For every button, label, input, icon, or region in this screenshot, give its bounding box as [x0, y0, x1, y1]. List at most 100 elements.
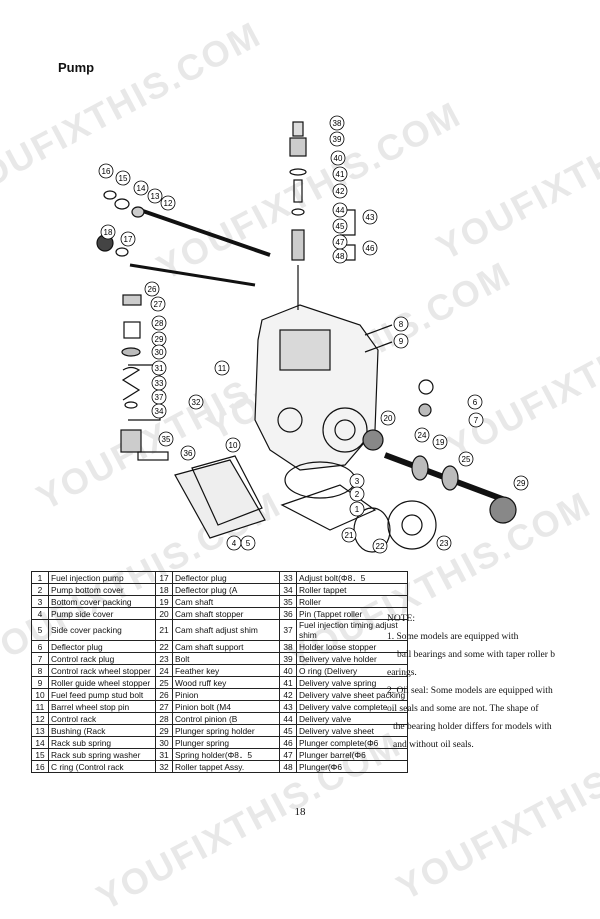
callout-label: 30 — [155, 348, 164, 357]
callout-label: 18 — [104, 228, 113, 237]
part-number-cell: 33 — [279, 571, 297, 584]
part-number-cell: 2 — [31, 583, 49, 596]
part-name-cell: Control rack plug — [48, 652, 156, 665]
callout-label: 29 — [155, 335, 164, 344]
callout-label: 21 — [345, 531, 354, 540]
part-name-cell: Pump bottom cover — [48, 583, 156, 596]
callout-label: 10 — [229, 441, 238, 450]
part-name-cell: Adjust bolt(Φ8．5 — [295, 571, 409, 584]
callout-label: 4 — [232, 539, 237, 548]
callout-label: 26 — [148, 285, 157, 294]
part-number-cell: 27 — [155, 700, 173, 713]
callout-label: 14 — [137, 184, 146, 193]
part-number-cell: 19 — [155, 595, 173, 608]
callout-label: 19 — [436, 438, 445, 447]
part-number-cell: 8 — [31, 664, 49, 677]
part-number-cell: 29 — [155, 724, 173, 737]
part-number-cell: 22 — [155, 640, 173, 653]
part-number-cell: 42 — [279, 688, 297, 701]
part-number-cell: 5 — [31, 619, 49, 641]
part-number-cell: 31 — [155, 748, 173, 761]
part-number-cell: 20 — [155, 607, 173, 620]
part-name-cell: Feather key — [172, 664, 280, 677]
part-number-cell: 18 — [155, 583, 173, 596]
part-number-cell: 13 — [31, 724, 49, 737]
part-number-cell: 14 — [31, 736, 49, 749]
part-name-cell: Fuel feed pump stud bolt — [48, 688, 156, 701]
note-heading: NOTE: — [387, 614, 415, 624]
note-line: oil seals and some are not. The shape of — [387, 704, 539, 714]
part-name-cell: Control rack wheel stopper — [48, 664, 156, 677]
callout-label: 38 — [333, 119, 342, 128]
callout-label: 27 — [154, 300, 163, 309]
part-name-cell: Pinion — [172, 688, 280, 701]
part-number-cell: 24 — [155, 664, 173, 677]
part-name-cell: Pinion bolt (M4 — [172, 700, 280, 713]
part-name-cell: Wood ruff key — [172, 676, 280, 689]
part-name-cell: Bushing (Rack — [48, 724, 156, 737]
callout-label: 1 — [355, 505, 360, 514]
part-number-cell: 26 — [155, 688, 173, 701]
callout-label: 35 — [162, 435, 171, 444]
note-line: the bearing holder differs for models wi… — [393, 722, 552, 732]
part-number-cell: 45 — [279, 724, 297, 737]
part-number-cell: 1 — [31, 571, 49, 584]
callout-label: 40 — [334, 154, 343, 163]
part-number-cell: 34 — [279, 583, 297, 596]
part-name-cell: Control pinion (B — [172, 712, 280, 725]
callout-label: 17 — [124, 235, 133, 244]
part-name-cell: Deflector plug — [48, 640, 156, 653]
note-line: earings. — [387, 668, 417, 678]
callout-label: 11 — [218, 364, 227, 373]
callout-label: 44 — [336, 206, 345, 215]
part-number-cell: 36 — [279, 607, 297, 620]
part-number-cell: 38 — [279, 640, 297, 653]
part-number-cell: 30 — [155, 736, 173, 749]
part-number-cell: 3 — [31, 595, 49, 608]
part-name-cell: Pump side cover — [48, 607, 156, 620]
callout-label: 3 — [355, 477, 360, 486]
part-number-cell: 9 — [31, 676, 49, 689]
part-name-cell: Deflector plug (A — [172, 583, 280, 596]
part-number-cell: 37 — [279, 619, 297, 641]
callout-label: 23 — [440, 539, 449, 548]
page-number: 18 — [294, 806, 306, 818]
part-name-cell: Cam shaft adjust shim — [172, 619, 280, 641]
part-number-cell: 21 — [155, 619, 173, 641]
callout-label: 41 — [336, 170, 345, 179]
part-number-cell: 15 — [31, 748, 49, 761]
part-number-cell: 12 — [31, 712, 49, 725]
part-name-cell: Roller guide wheel stopper — [48, 676, 156, 689]
part-name-cell: Bottom cover packing — [48, 595, 156, 608]
part-name-cell: Side cover packing — [48, 619, 156, 641]
part-number-cell: 17 — [155, 571, 173, 584]
part-name-cell: Cam shaft stopper — [172, 607, 280, 620]
note-line: 2. Oil seal: Some models are equipped wi… — [387, 686, 553, 696]
part-number-cell: 25 — [155, 676, 173, 689]
part-name-cell: Cam shaft — [172, 595, 280, 608]
part-name-cell: Plunger spring — [172, 736, 280, 749]
callout-label: 46 — [366, 244, 375, 253]
part-number-cell: 7 — [31, 652, 49, 665]
part-name-cell: Plunger spring holder — [172, 724, 280, 737]
part-name-cell: Roller tappet Assy. — [172, 760, 280, 773]
callout-label: 5 — [246, 539, 251, 548]
part-name-cell: Roller tappet — [295, 583, 409, 596]
part-name-cell: Rack sub spring — [48, 736, 156, 749]
note-line: 1. Some models are equipped with — [387, 632, 519, 642]
part-number-cell: 35 — [279, 595, 297, 608]
callout-label: 24 — [418, 431, 427, 440]
part-number-cell: 28 — [155, 712, 173, 725]
part-number-cell: 41 — [279, 676, 297, 689]
part-number-cell: 48 — [279, 760, 297, 773]
part-name-cell: C ring (Control rack — [48, 760, 156, 773]
